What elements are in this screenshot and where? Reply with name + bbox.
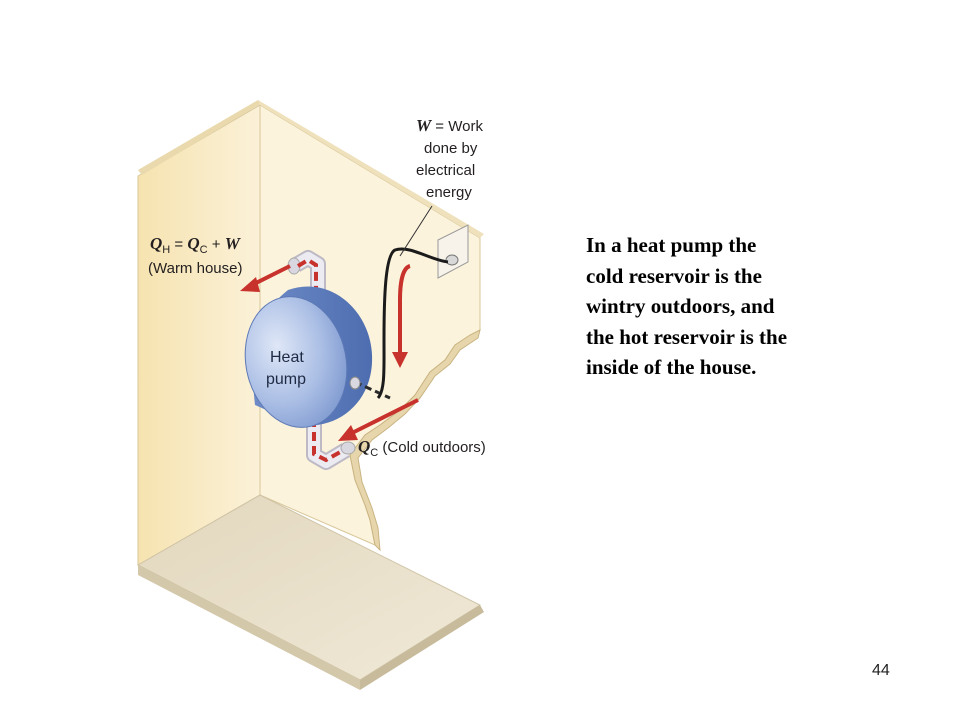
qh-arrow [251,264,291,287]
floor-edge-right [360,605,484,690]
work-leader-line [399,205,433,257]
left-wall [137,104,261,566]
qc-arrow [349,398,419,436]
caption-line: cold reservoir is the [586,263,762,288]
work-label-line4: energy [426,184,472,201]
qc-label: QC (Cold outdoors) [358,437,486,459]
heat-pump-label-line2: pump [266,371,306,388]
work-arrow [398,264,411,352]
slide-number: 44 [872,662,890,679]
coolant-pipes [287,250,356,470]
power-cable [376,247,449,399]
caption-line: In a heat pump the [586,233,757,257]
electrical-outlet [437,224,469,279]
qh-equation: QH = QC + W [150,234,242,256]
wall-top-edge [138,100,262,175]
heat-pump-unit [244,286,391,428]
caption-line: the hot reservoir is the [586,324,788,349]
work-label-line2: done by [424,140,478,157]
wall-cutaway-edge [349,329,481,552]
work-label-line3: electrical [416,162,475,179]
floor-edge [138,565,360,690]
work-label-line1: W = Work [416,116,483,135]
caption-text: In a heat pump the cold reservoir is the… [586,230,886,383]
caption-line: inside of the house. [586,355,757,379]
heat-pump-label-line1: Heat [270,349,304,366]
qh-warm-house-label: (Warm house) [148,260,242,277]
energy-flow-arrows [240,264,419,441]
caption-line: wintry outdoors, and [586,294,775,318]
wall-right-edge [258,100,484,238]
